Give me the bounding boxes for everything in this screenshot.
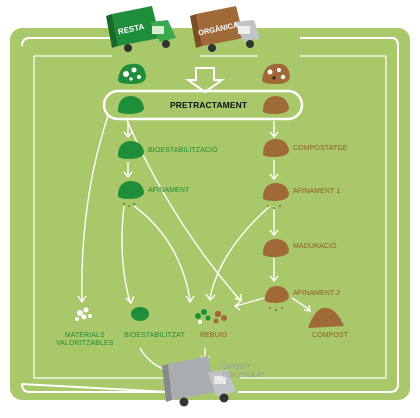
compostatge-label: COMPOSTATGE	[293, 145, 348, 152]
bioestabilitzacio-pile-icon	[118, 141, 144, 159]
pretractament-brown-pile	[263, 96, 289, 114]
resta-truck	[106, 6, 176, 52]
mixed-waste-pile-icon	[118, 63, 146, 84]
compost-pile-icon	[308, 307, 344, 328]
organic-waste-pile-icon	[262, 63, 290, 84]
afinament-2-pile-icon	[265, 286, 289, 311]
afinament-green-pile-icon	[118, 181, 144, 207]
pretractament-capsule	[102, 89, 304, 121]
afinament-1-pile-icon	[263, 183, 289, 209]
input-arrow-icon	[184, 67, 226, 94]
compostatge-pile-icon	[263, 139, 289, 157]
deposit-controlat-label: DIPÒSIT CONTROLAT	[222, 364, 266, 379]
afinament-2-label: AFINAMENT 2	[293, 290, 341, 297]
bioestabilitzat-pile-icon	[131, 307, 149, 321]
rebuig-label: REBUIG	[200, 332, 228, 339]
organica-truck	[190, 6, 260, 52]
flow-arrows	[77, 115, 311, 378]
pretractament-green-pile	[118, 96, 144, 114]
bioestabilitzacio-label: BIOESTABILITZACIÓ	[148, 147, 218, 154]
maduracio-label: MADURACIÓ	[293, 243, 337, 250]
bioestabilitzat-label: BIOESTABILITZAT	[124, 332, 185, 339]
rebuig-pile-icon	[195, 309, 227, 324]
inner-frame-line	[33, 55, 387, 379]
materials-valoritzables-label: MATERIALS VALORITZABLES	[56, 332, 114, 347]
maduracio-pile-icon	[263, 239, 289, 257]
pretractament-label: PRETRACTAMENT	[170, 100, 248, 110]
deposit-truck	[162, 356, 236, 407]
afinament-1-label: AFINAMENT 1	[293, 188, 341, 195]
materials-valoritzables-icon	[75, 307, 92, 321]
compost-label: COMPOST	[312, 332, 349, 339]
afinament-label: AFINAMENT	[148, 187, 190, 194]
